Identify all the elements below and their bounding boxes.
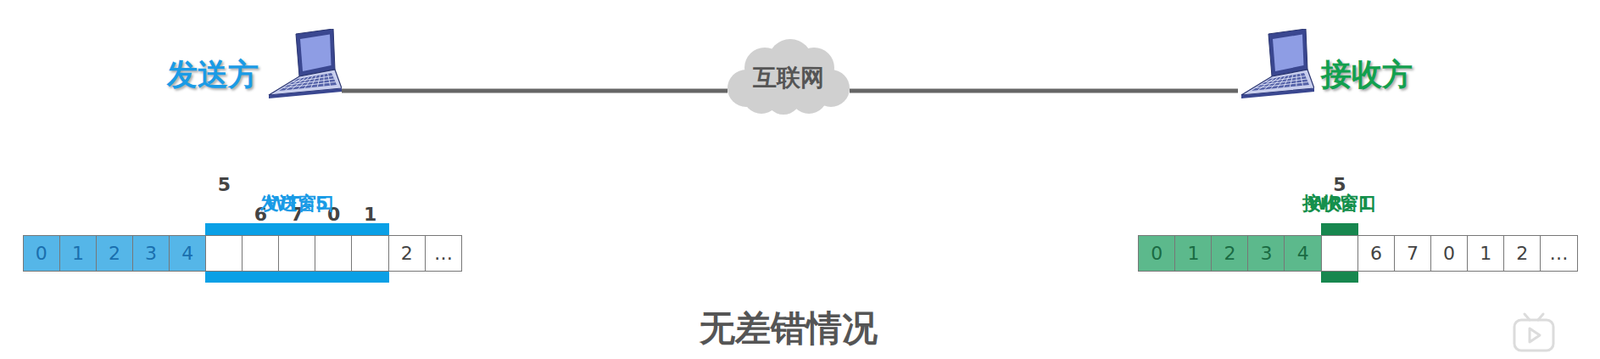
sequence-number: 4 — [1297, 244, 1310, 263]
host-label: 接收方 — [1321, 55, 1413, 93]
sequence-number: 0 — [35, 244, 48, 263]
sequence-cell: 4 — [1283, 234, 1322, 272]
sequence-cell: … — [424, 234, 463, 272]
sequence-number: 0 — [1443, 244, 1456, 263]
host-computer: 发送方 — [167, 28, 342, 107]
sequence-cell: 1 — [351, 234, 390, 272]
sequence-number: 6 — [1370, 244, 1383, 263]
sequence-cell: 7 — [278, 234, 317, 272]
sequence-cell: 0 — [1137, 234, 1177, 272]
sequence-cell: 3 — [132, 234, 171, 272]
sequence-number: … — [434, 244, 453, 263]
window-band: 5接收窗口WR=1 — [1321, 222, 1360, 283]
sequence-number: 4 — [181, 244, 194, 263]
sequence-cell: 1 — [1174, 234, 1213, 272]
sequence-number: … — [1549, 244, 1568, 263]
network-link — [341, 89, 728, 94]
network-link — [849, 89, 1238, 94]
sequence-cell: 1 — [1466, 234, 1506, 272]
sequence-number: 3 — [1260, 244, 1273, 263]
sequence-number: 2 — [1223, 244, 1236, 263]
sequence-number: 3 — [144, 244, 157, 263]
sequence-cell: 2 — [1503, 234, 1542, 272]
laptop-icon — [1237, 28, 1315, 106]
sequence-cell: 0 — [314, 234, 353, 272]
window-size: WT=5 — [266, 192, 329, 215]
host-label: 发送方 — [167, 55, 259, 93]
sequence-cell: 3 — [1247, 234, 1286, 272]
window-band: 56701发送窗口WT=5 — [205, 222, 390, 283]
sequence-number: 0 — [1150, 244, 1163, 263]
sequence-cell: 5 — [1321, 234, 1360, 272]
watermark-icon — [1510, 310, 1557, 355]
sequence-cell: 0 — [22, 234, 62, 272]
window-size: WR=1 — [1307, 192, 1372, 215]
sequence-cell: 7 — [1393, 234, 1433, 272]
sequence-number: 7 — [1406, 244, 1419, 263]
host-computer: 接收方 — [1237, 28, 1413, 107]
caption: 无差错情况 — [699, 306, 878, 350]
sequence-number: 2 — [401, 244, 413, 263]
sequence-cell: 2 — [1210, 234, 1249, 272]
sequence-number: 5 — [1332, 175, 1346, 195]
sequence-cell: 2 — [388, 234, 427, 272]
cloud-label: 互联网 — [752, 61, 825, 95]
sequence-cell: 1 — [59, 234, 98, 272]
sequence-cell: 4 — [168, 234, 207, 272]
sequence-cell: 0 — [1430, 234, 1469, 272]
sequence-cell: 6 — [241, 234, 280, 272]
laptop-icon — [265, 28, 342, 106]
sequence-cell: 2 — [95, 234, 134, 272]
sequence-cell: 6 — [1357, 234, 1396, 272]
sequence-number: 5 — [217, 175, 231, 195]
sequence-number: 1 — [72, 244, 84, 263]
sequence-cell: 5 — [205, 234, 244, 272]
sequence-number: 2 — [1516, 244, 1528, 263]
sequence-number: 1 — [363, 205, 377, 224]
sequence-number: 1 — [1479, 244, 1492, 263]
sequence-cell: … — [1539, 234, 1578, 272]
sequence-number: 2 — [108, 244, 121, 263]
sequence-number: 1 — [1187, 244, 1199, 263]
internet-cloud: 互联网 — [727, 37, 850, 116]
